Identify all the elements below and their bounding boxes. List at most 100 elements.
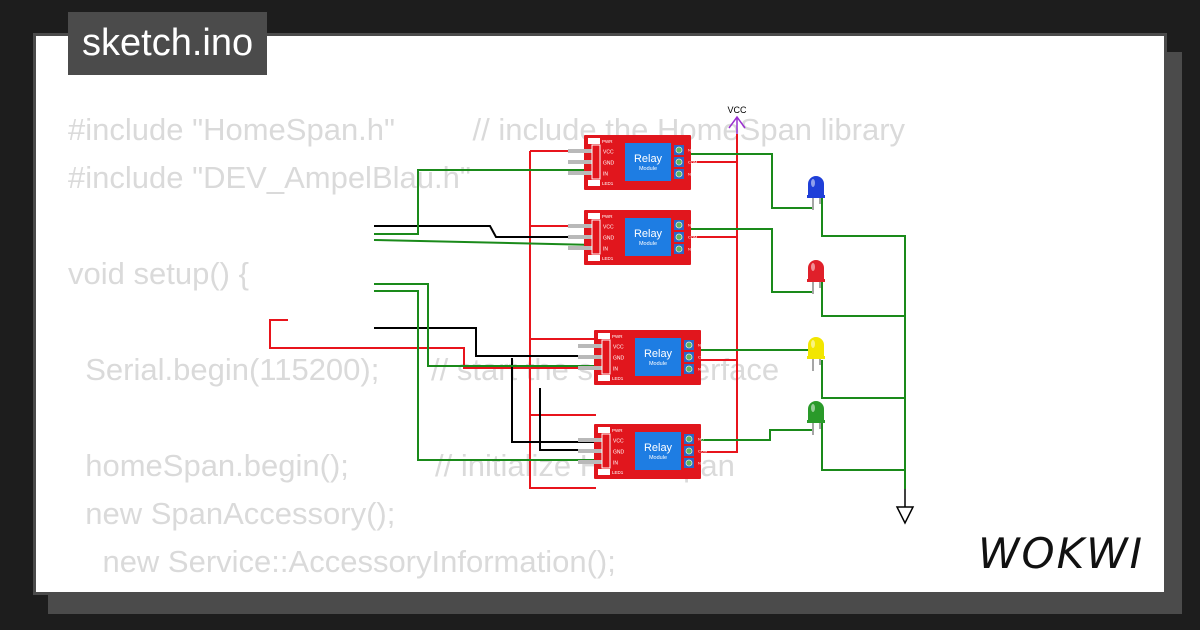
terminal-label: COM bbox=[688, 160, 697, 165]
status-led-label: LED1 bbox=[612, 470, 624, 475]
terminal-label: NC bbox=[698, 367, 704, 372]
code-preview: #include "HomeSpan.h" // include the Hom… bbox=[68, 106, 905, 592]
wire bbox=[821, 280, 905, 317]
header-pin bbox=[578, 355, 602, 359]
led bbox=[807, 401, 825, 435]
terminal-screw bbox=[675, 221, 683, 229]
terminal-label: NC bbox=[698, 461, 704, 466]
status-led-label: LED1 bbox=[602, 181, 614, 186]
led-rim bbox=[807, 279, 825, 282]
pin-label: IN bbox=[613, 461, 618, 467]
led-highlight bbox=[811, 263, 815, 271]
pin-label: GND bbox=[603, 236, 615, 242]
terminal-label: COM bbox=[698, 355, 707, 360]
wokwi-logo: WOKWI bbox=[978, 529, 1144, 578]
status-led-label: PWR bbox=[602, 139, 613, 144]
led bbox=[807, 260, 825, 294]
header-pin bbox=[578, 344, 602, 348]
pin-label: VCC bbox=[613, 345, 624, 351]
preview-card: #include "HomeSpan.h" // include the Hom… bbox=[33, 33, 1167, 595]
terminal-screw bbox=[675, 158, 683, 166]
terminal-label: NO bbox=[688, 148, 694, 153]
pin-label: GND bbox=[613, 450, 625, 456]
wire bbox=[821, 360, 905, 399]
terminal-screw bbox=[675, 170, 683, 178]
terminal-label: NO bbox=[698, 343, 704, 348]
wire bbox=[269, 319, 596, 369]
wire bbox=[700, 429, 812, 441]
pin-label: IN bbox=[613, 367, 618, 373]
status-led bbox=[588, 180, 600, 186]
led-highlight bbox=[811, 179, 815, 187]
status-led bbox=[588, 255, 600, 261]
wire bbox=[690, 134, 738, 453]
status-led bbox=[598, 375, 610, 381]
status-led bbox=[588, 138, 600, 144]
terminal-screw bbox=[685, 341, 693, 349]
status-led bbox=[598, 469, 610, 475]
led-highlight bbox=[811, 404, 815, 412]
status-led bbox=[598, 333, 610, 339]
header-pin bbox=[578, 460, 602, 464]
relay-subtitle: Module bbox=[639, 241, 657, 247]
wire bbox=[374, 327, 598, 357]
led-rim bbox=[807, 356, 825, 359]
terminal-label: NC bbox=[688, 172, 694, 177]
terminal-label: NO bbox=[698, 437, 704, 442]
wire bbox=[373, 239, 597, 246]
led-rim bbox=[807, 195, 825, 198]
code-line: new Service::AccessoryInformation(); bbox=[68, 544, 616, 579]
pin-label: GND bbox=[603, 161, 615, 167]
terminal-screw bbox=[685, 435, 693, 443]
code-line: #include "DEV_AmpelBlau.h" bbox=[68, 160, 471, 195]
header-pin bbox=[578, 366, 602, 370]
pin-label: VCC bbox=[603, 225, 614, 231]
wire bbox=[690, 228, 812, 293]
relay-block bbox=[625, 143, 671, 181]
relay-block bbox=[625, 218, 671, 256]
relay-title: Relay bbox=[634, 228, 663, 240]
relay-title: Relay bbox=[644, 348, 673, 360]
header-pin bbox=[578, 438, 602, 442]
status-led-label: PWR bbox=[612, 334, 623, 339]
relay-block bbox=[635, 338, 681, 376]
header-pin bbox=[568, 149, 592, 153]
pin-header bbox=[591, 219, 601, 255]
relay-subtitle: Module bbox=[649, 361, 667, 367]
led-rim bbox=[807, 420, 825, 423]
wire bbox=[821, 196, 906, 489]
file-name-tab[interactable]: sketch.ino bbox=[68, 12, 268, 75]
led-body bbox=[808, 176, 824, 197]
led-highlight bbox=[811, 340, 815, 348]
terminal-screw bbox=[685, 447, 693, 455]
wire bbox=[529, 151, 596, 489]
header-pin bbox=[578, 449, 602, 453]
led-body bbox=[808, 401, 824, 422]
led bbox=[807, 176, 825, 210]
led-body bbox=[808, 337, 824, 358]
wire bbox=[374, 290, 596, 461]
terminal-label: NC bbox=[688, 247, 694, 252]
wire bbox=[511, 358, 596, 443]
wire bbox=[374, 169, 596, 235]
status-led-label: LED1 bbox=[602, 256, 614, 261]
terminal-screw bbox=[675, 245, 683, 253]
pin-label: VCC bbox=[603, 150, 614, 156]
terminal-screw bbox=[685, 353, 693, 361]
terminal-screw bbox=[675, 146, 683, 154]
terminal-label: COM bbox=[688, 235, 697, 240]
status-led-label: LED1 bbox=[612, 376, 624, 381]
vcc-symbol: VCC bbox=[727, 105, 747, 134]
relay-subtitle: Module bbox=[649, 455, 667, 461]
wire bbox=[690, 153, 812, 209]
wokwi-logo-text: WOKWI bbox=[978, 529, 1144, 578]
led-body bbox=[808, 260, 824, 281]
wires bbox=[269, 134, 906, 489]
vcc-label: VCC bbox=[727, 105, 747, 115]
wire bbox=[374, 283, 596, 367]
pin-label: IN bbox=[603, 172, 608, 178]
